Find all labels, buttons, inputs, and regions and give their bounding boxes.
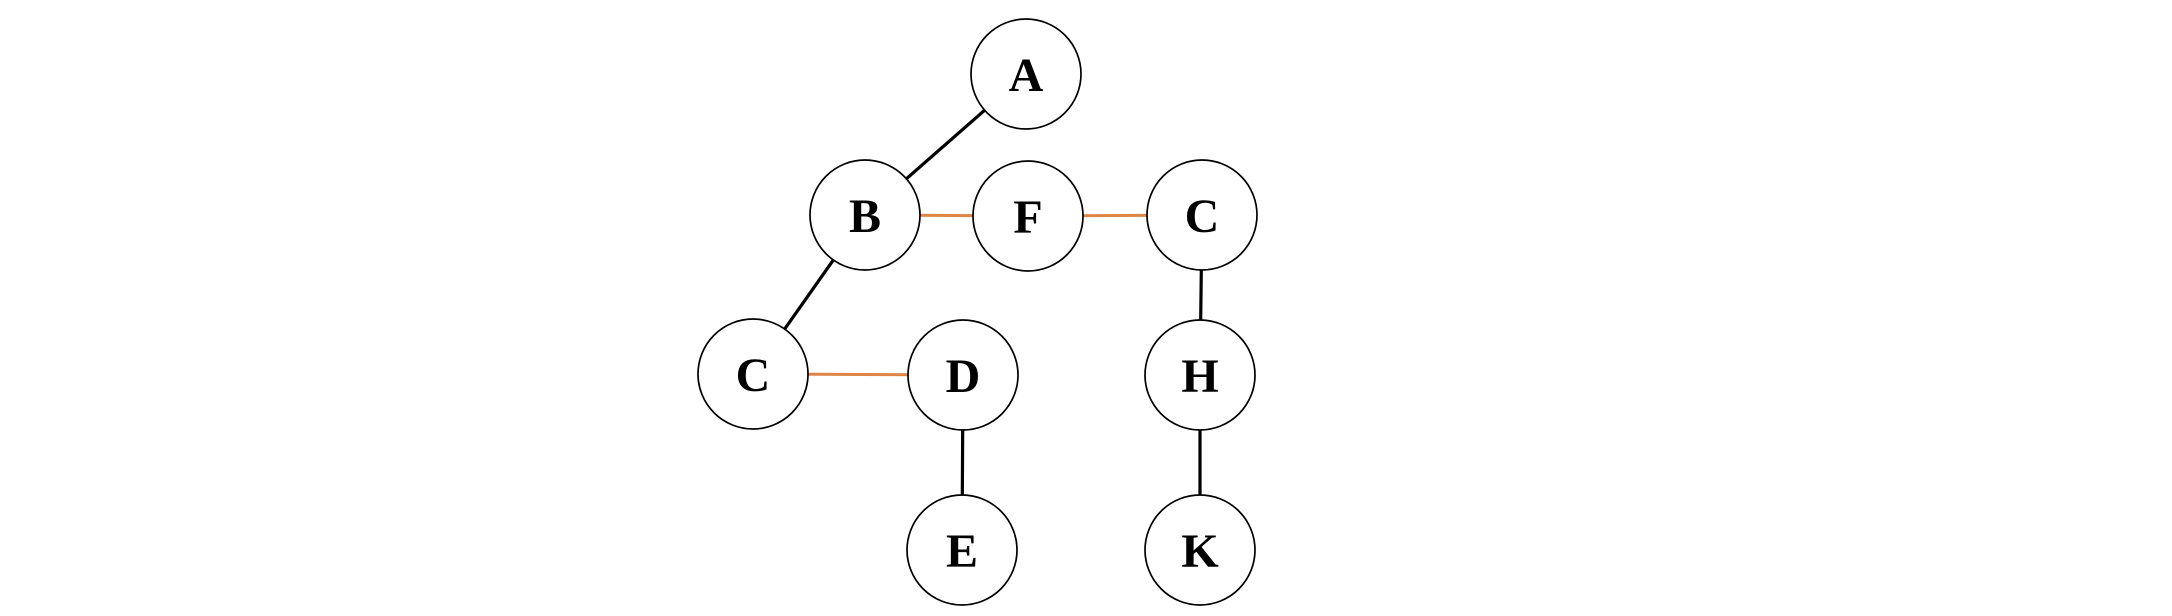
node-label-D: D	[946, 350, 981, 403]
node-label-C2: C	[1185, 190, 1220, 243]
node-E: E	[906, 494, 1018, 606]
node-label-E: E	[946, 525, 978, 578]
node-C1: C	[697, 318, 809, 430]
node-K: K	[1144, 494, 1256, 606]
node-B: B	[809, 159, 921, 271]
node-A: A	[970, 18, 1082, 130]
node-C2: C	[1146, 159, 1258, 271]
node-label-C1: C	[736, 349, 771, 402]
node-circle-E	[906, 494, 1018, 606]
node-label-B: B	[849, 190, 881, 243]
node-circle-A	[970, 18, 1082, 130]
node-layer: A B F C C D H E K	[697, 18, 1258, 606]
node-circle-D	[907, 319, 1019, 431]
node-F: F	[972, 160, 1084, 272]
node-label-H: H	[1181, 350, 1218, 403]
node-H: H	[1144, 319, 1256, 431]
node-circle-C1	[697, 318, 809, 430]
edge-layer	[751, 72, 1204, 551]
node-label-K: K	[1181, 525, 1218, 578]
node-label-F: F	[1013, 191, 1042, 244]
node-D: D	[907, 319, 1019, 431]
node-label-A: A	[1009, 49, 1044, 102]
node-circle-F	[972, 160, 1084, 272]
node-circle-B	[809, 159, 921, 271]
node-circle-C2	[1146, 159, 1258, 271]
node-circle-K	[1144, 494, 1256, 606]
node-circle-H	[1144, 319, 1256, 431]
